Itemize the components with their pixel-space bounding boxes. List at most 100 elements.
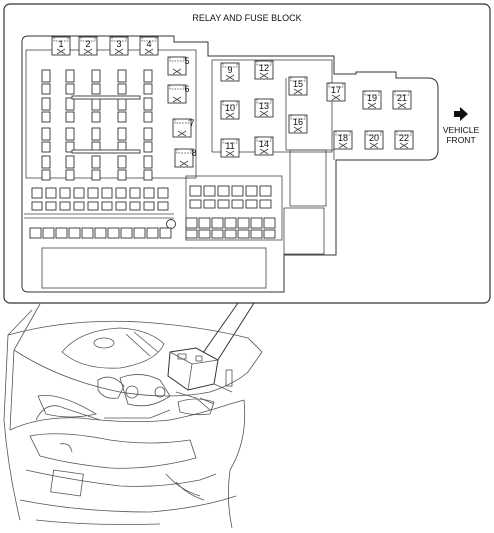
relay-22: 22: [394, 130, 414, 150]
relay-cross-mark: [172, 96, 182, 103]
fuse-cell: [263, 217, 276, 229]
relay-number-label: 12: [259, 63, 269, 73]
relay-outline: [220, 62, 240, 82]
fuse-cell: [250, 229, 263, 239]
fuse-cell: [211, 229, 224, 239]
relay-terminal: [290, 77, 306, 82]
relay-10: 10: [220, 100, 240, 120]
relay-outline: [167, 84, 187, 104]
relay-outline: [362, 90, 382, 110]
fuse-cell: [117, 127, 127, 141]
relay-number-label: 3: [116, 39, 121, 49]
relay-outline: [172, 118, 192, 138]
relay-cross-mark: [179, 160, 189, 167]
relay-cross-mark: [56, 48, 66, 55]
relay-outline: [392, 90, 412, 110]
fuse-cell: [41, 69, 51, 83]
fuse-cell: [68, 227, 81, 239]
fuse-cell: [189, 199, 202, 209]
diagram-title: RELAY AND FUSE BLOCK: [192, 13, 301, 23]
relay-number-label: 19: [367, 93, 377, 103]
fuse-cell: [143, 97, 153, 111]
fuse-cell: [65, 127, 75, 141]
relay-19: 19: [362, 90, 382, 110]
fuse-cell: [91, 83, 101, 95]
relay-terminal: [174, 119, 190, 124]
fuse-cell: [73, 187, 85, 199]
relay-terminal: [256, 61, 272, 66]
fuse-cell: [231, 185, 244, 197]
fuse-cell: [87, 201, 99, 211]
relay-outline: [78, 36, 98, 56]
fuse-cell: [143, 141, 153, 153]
relay-8: 8: [174, 148, 197, 168]
relay-number-label: 7: [189, 118, 194, 128]
relay-outline: [288, 76, 308, 96]
direction-label-front: FRONT: [446, 135, 475, 145]
fuse-cell: [59, 201, 71, 211]
fuse-cell: [157, 187, 169, 199]
mini-fuse-frame: [185, 175, 283, 241]
fuse-cell: [55, 227, 68, 239]
relay-21: 21: [392, 90, 412, 110]
fuse-cell: [91, 169, 101, 181]
relay-terminal: [366, 131, 382, 136]
relay-number-label: 5: [184, 56, 189, 66]
relay-14: 14: [254, 136, 274, 156]
fuse-cell: [143, 169, 153, 181]
fuse-cell: [259, 185, 272, 197]
relay-terminal: [80, 37, 96, 42]
fuse-cell: [129, 187, 141, 199]
fuse-cell: [65, 141, 75, 153]
relay-6: 6: [167, 84, 190, 104]
relay-number-label: 13: [259, 101, 269, 111]
relay-18: 18: [333, 130, 353, 150]
fuse-cell: [143, 155, 153, 169]
relay-9: 9: [220, 62, 240, 82]
relay-7: 7: [172, 118, 195, 138]
fuse-cell: [217, 185, 230, 197]
fuse-cell: [117, 69, 127, 83]
relay-terminal: [328, 83, 344, 88]
fuse-cell: [81, 227, 94, 239]
fuse-cell: [59, 187, 71, 199]
relay-terminal: [290, 115, 306, 120]
lower-right-panel: [283, 207, 325, 255]
relay-outline: [167, 56, 187, 76]
relay-cross-mark: [259, 72, 269, 79]
relay-number-label: 6: [184, 84, 189, 94]
relay-cross-mark: [399, 142, 409, 149]
relay-number-label: 15: [293, 79, 303, 89]
relay-1: 1: [51, 36, 71, 56]
relay-cross-mark: [225, 74, 235, 81]
fuse-cell: [259, 199, 272, 209]
lower-left-panel: [41, 247, 267, 289]
relay-terminal: [169, 57, 185, 62]
fuse-cell: [159, 227, 172, 239]
fuse-cell: [41, 83, 51, 95]
relay-number-label: 21: [397, 93, 407, 103]
relay-outline: [364, 130, 384, 150]
relay-terminal: [111, 37, 127, 42]
fuse-cell: [41, 127, 51, 141]
callout-panel: [3, 3, 491, 304]
relay-outline: [254, 60, 274, 80]
relay-15: 15: [288, 76, 308, 96]
fuse-cell: [42, 227, 55, 239]
relay-cross-mark: [225, 112, 235, 119]
fuse-cell: [41, 97, 51, 111]
relay-outline: [220, 138, 240, 158]
relay-cross-mark: [259, 110, 269, 117]
fuse-cell: [41, 111, 51, 123]
relay-5: 5: [167, 56, 190, 76]
relay-number-label: 18: [338, 133, 348, 143]
mounting-hole: [166, 219, 176, 229]
fuse-cell: [185, 229, 198, 239]
fuse-cell: [41, 169, 51, 181]
fuse-cell: [29, 227, 42, 239]
bus-bar: [71, 95, 141, 100]
relay-cross-mark: [83, 48, 93, 55]
relay-number-label: 10: [225, 103, 235, 113]
